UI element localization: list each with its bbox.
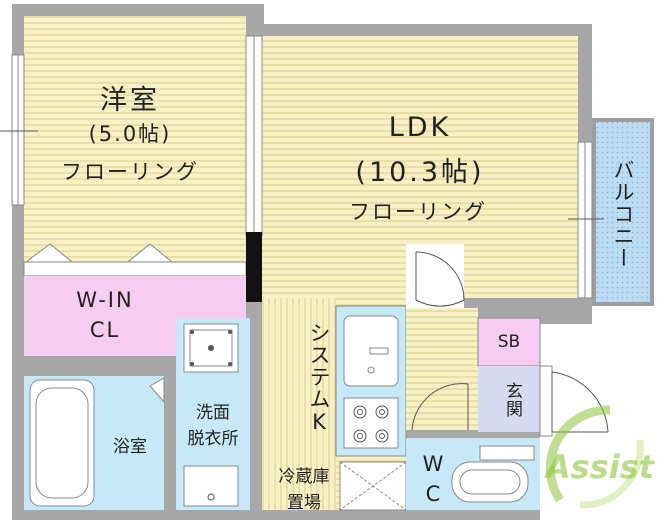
wic-label-line2: CL: [89, 318, 121, 342]
washroom-label-line2: 脱衣所: [187, 429, 239, 449]
closet-door-band: [23, 261, 247, 277]
bathtub: [29, 379, 95, 507]
western-room-size: (5.0帖): [88, 122, 172, 146]
shoe-box-label: SB: [497, 332, 521, 352]
ldk-floor-type: フローリング: [349, 200, 487, 224]
balcony-label: バルコニー: [611, 159, 635, 269]
western-room-floor: [24, 16, 246, 262]
partition-column: [246, 232, 262, 302]
wic-label-line1: W-IN: [76, 288, 134, 312]
burner-icon: [353, 405, 367, 419]
kitchen-floor: [262, 298, 336, 510]
fridge-label-line1: 冷蔵庫: [278, 467, 330, 487]
bathroom-label: 浴室: [113, 437, 147, 457]
closet-door-swing: [24, 243, 74, 263]
washroom-label-line1: 洗面: [196, 403, 230, 423]
watermark-text: Assist: [545, 448, 655, 486]
front-door: [539, 365, 553, 437]
system-kitchen-label: システムK: [307, 321, 331, 435]
burner-icon: [353, 429, 367, 443]
entrance: [478, 366, 540, 432]
toilet-bowl: [451, 461, 529, 503]
wc-label-line2: C: [425, 482, 443, 506]
door-swing: [415, 252, 465, 307]
toilet-tank: [479, 445, 535, 461]
wc-label-line1: W: [422, 452, 446, 476]
fridge-label-line2: 置場: [287, 493, 321, 513]
burner-icon: [375, 405, 389, 419]
burner-icon: [375, 429, 389, 443]
door-swing: [551, 371, 609, 433]
western-room-name: 洋室: [100, 85, 160, 116]
ldk-door-area: [406, 244, 464, 308]
ldk-size: (10.3帖): [355, 157, 485, 188]
shoe-box: [477, 317, 541, 367]
ldk-name: LDK: [388, 112, 452, 143]
balcony: [596, 122, 650, 302]
faucet: [369, 347, 389, 355]
drain-icon: [367, 366, 375, 374]
door-swing: [411, 383, 469, 431]
bath-door: [149, 377, 165, 404]
entrance-label: 玄関: [502, 382, 522, 418]
closet-door-swing: [126, 243, 174, 263]
stove: [343, 397, 399, 449]
western-room-floor-type: フローリング: [61, 160, 199, 184]
vanity-sink: [183, 465, 239, 507]
drain-icon: [207, 493, 215, 501]
watermark-logo: [545, 405, 644, 509]
